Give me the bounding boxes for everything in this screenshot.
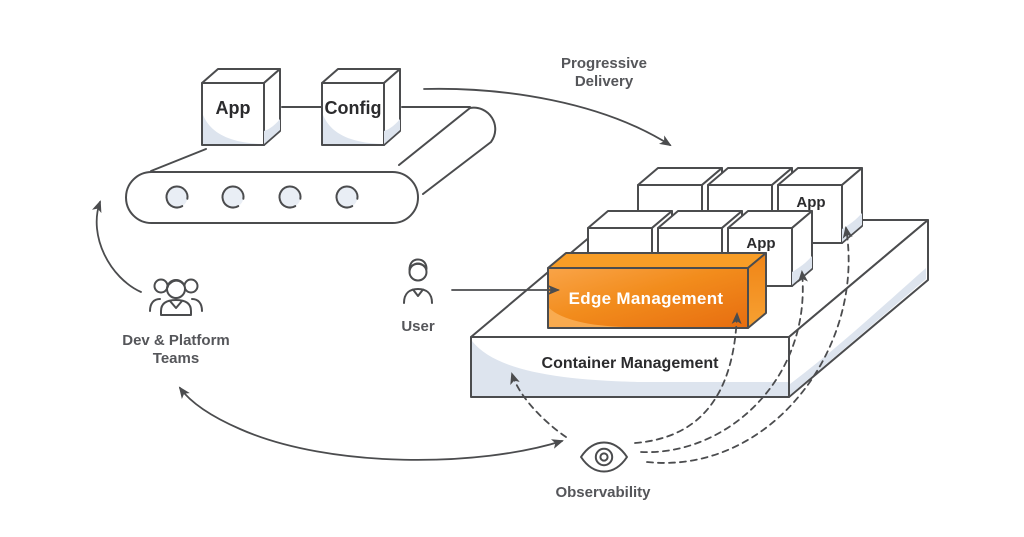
container-management-label: Container Management	[542, 355, 720, 372]
app-cube: App	[201, 68, 281, 146]
teams-to-pipeline-arrow	[91, 200, 142, 293]
progressive-delivery-arrow	[423, 87, 672, 147]
progressive-delivery-line2: Delivery	[575, 73, 634, 90]
observability-edge-management-arrow	[634, 312, 742, 444]
observability-container-management-arrow	[510, 372, 567, 438]
edge-management-box: Edge Management	[547, 252, 767, 329]
progressive-delivery-line1: Progressive	[561, 55, 647, 72]
belt-incline-line	[150, 148, 207, 172]
observability-app-back-arrow	[646, 226, 853, 464]
belt-rollers	[165, 185, 359, 209]
person-icon	[403, 258, 433, 304]
dev-platform-teams: Dev & Platform Teams	[122, 278, 230, 367]
teams-label-line1: Dev & Platform	[122, 332, 230, 349]
conveyor-belt	[125, 106, 497, 224]
user: User	[401, 258, 435, 335]
observability-to-teams-arrow	[178, 386, 564, 461]
config-cube: Config	[321, 68, 401, 146]
belt-base	[125, 171, 419, 224]
observability-label: Observability	[555, 484, 651, 501]
app-cube-front-label: App	[746, 235, 775, 252]
app-cube-label: App	[216, 98, 251, 118]
people-group-icon	[149, 278, 203, 316]
teams-label-line2: Teams	[153, 350, 199, 367]
user-label: User	[401, 318, 435, 335]
observability-app-front-arrow	[640, 270, 808, 453]
config-cube-label: Config	[325, 98, 382, 118]
edge-management-label: Edge Management	[569, 289, 724, 308]
app-cube-back-label: App	[796, 194, 825, 211]
eye-icon	[580, 441, 628, 473]
progressive-delivery: Progressive Delivery	[561, 55, 647, 90]
observability: Observability	[555, 441, 651, 501]
belt-roll	[398, 106, 497, 195]
